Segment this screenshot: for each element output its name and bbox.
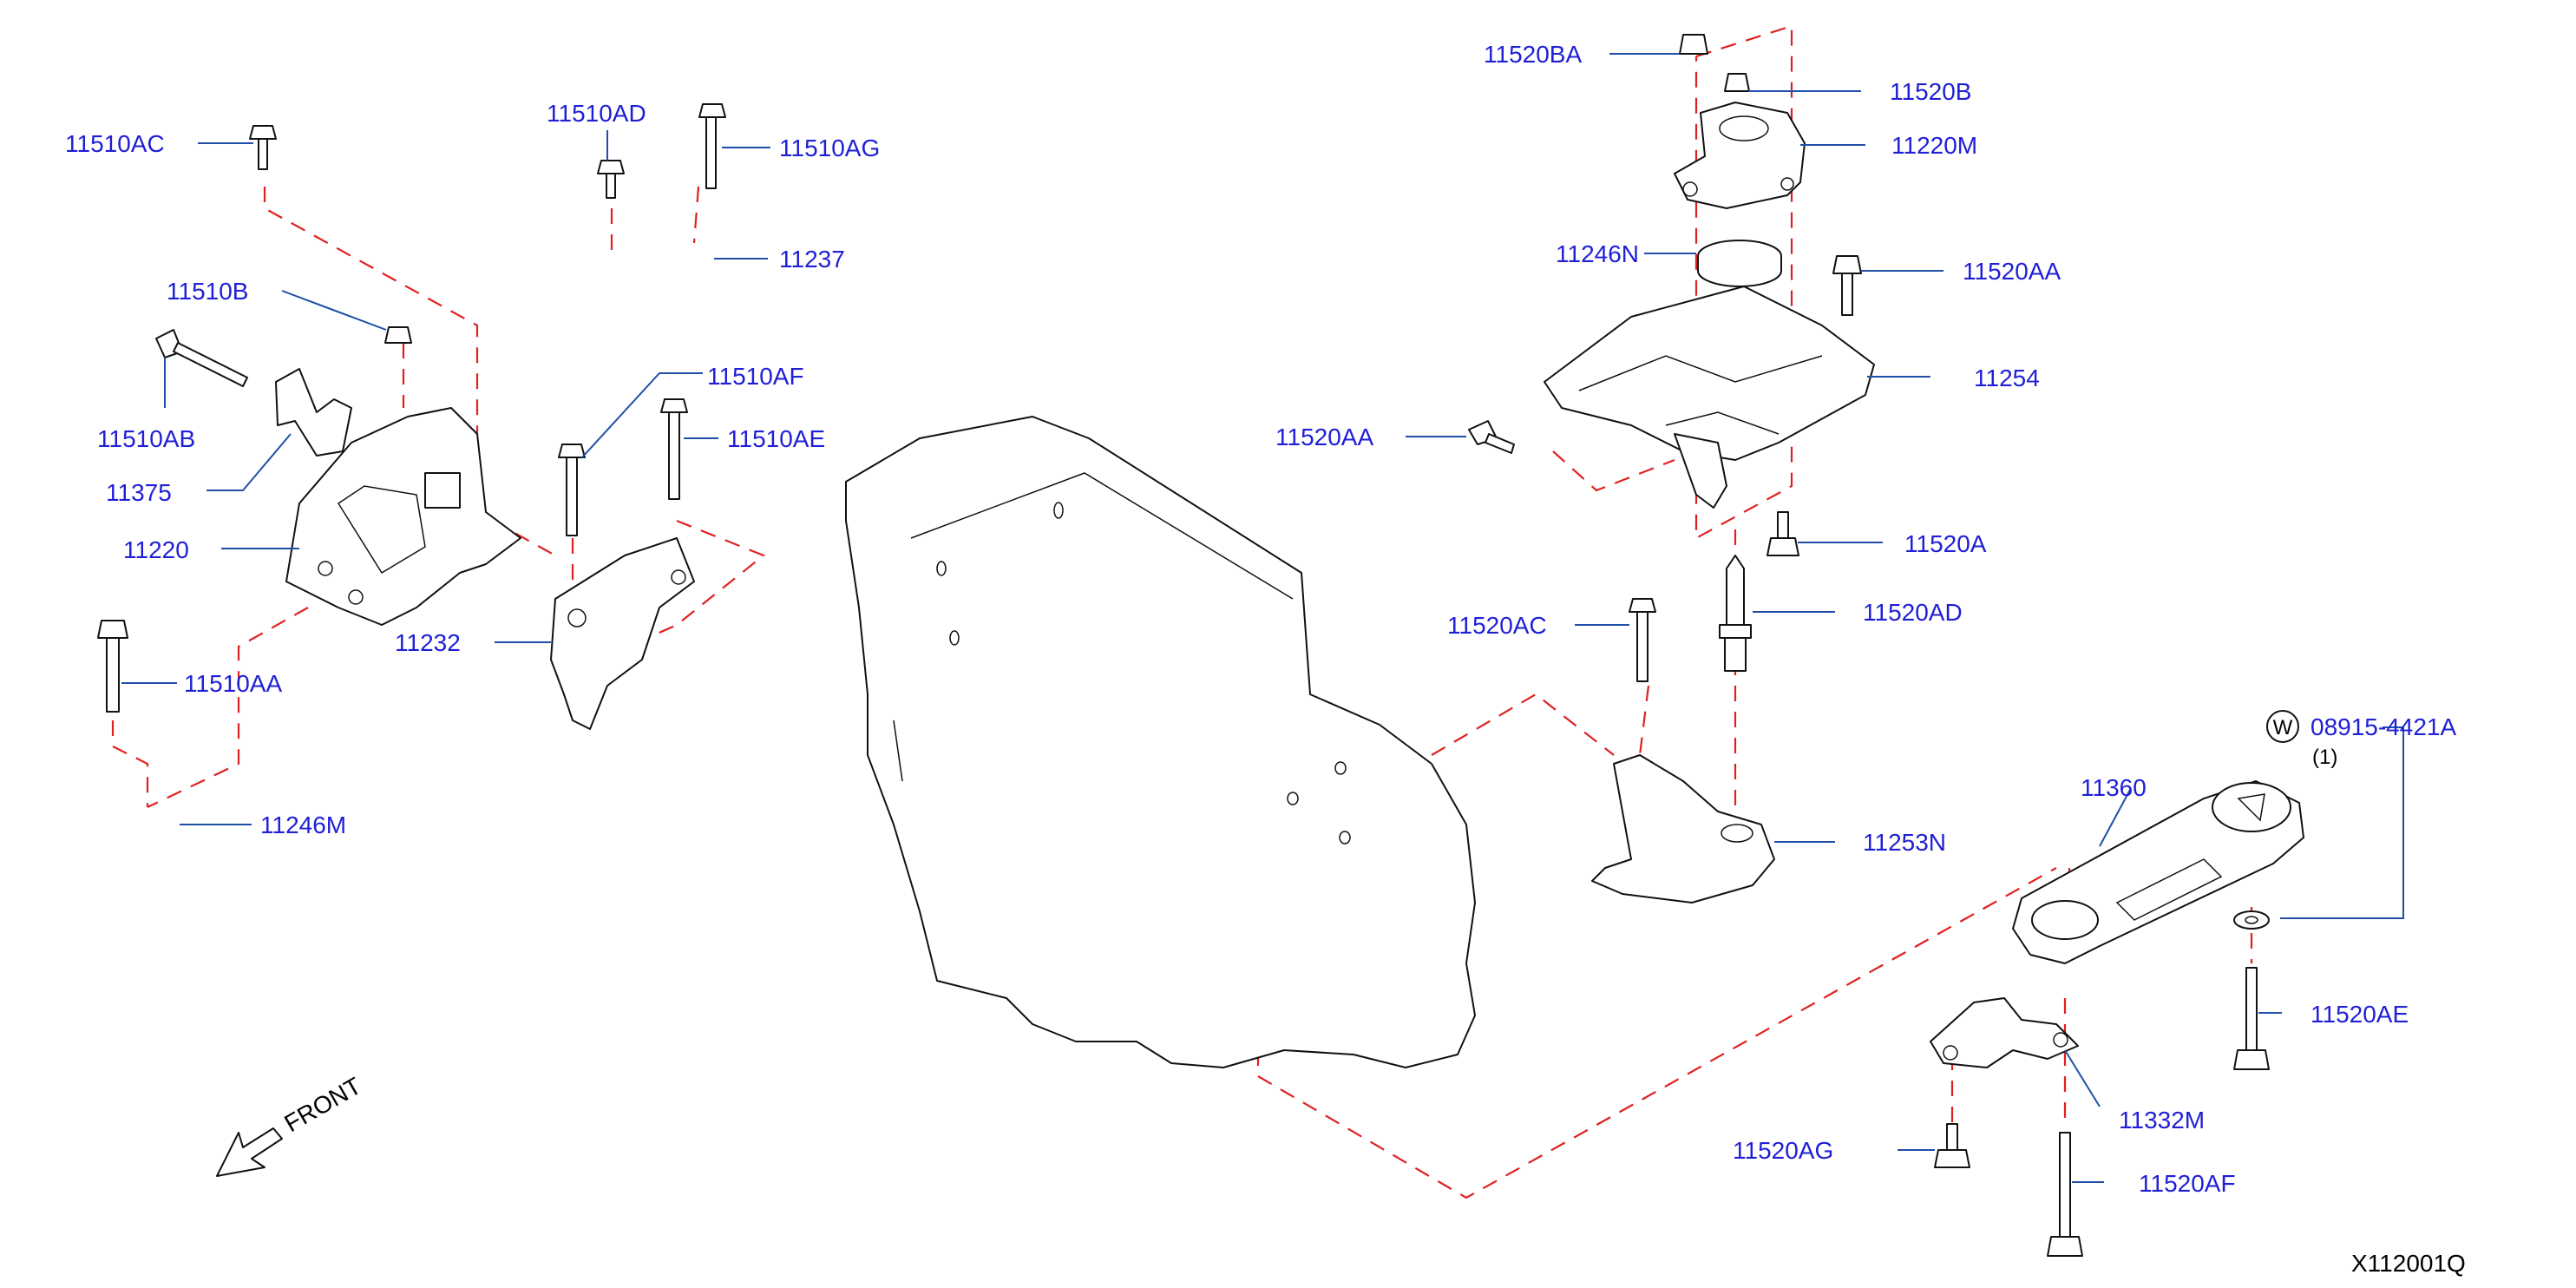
label-11510AE[interactable]: 11510AE xyxy=(727,425,825,452)
label-11520AA-left[interactable]: 11520AA xyxy=(1275,424,1373,450)
label-11220[interactable]: 11220 xyxy=(123,536,189,563)
bolt-11520AA-left xyxy=(1468,420,1515,454)
label-11520AF[interactable]: 11520AF xyxy=(2139,1170,2236,1197)
label-11220M[interactable]: 11220M xyxy=(1891,132,1977,159)
bolt-11520AG xyxy=(1934,1123,1970,1168)
mount-11220M xyxy=(1674,102,1806,209)
label-11520BA[interactable]: 11520BA xyxy=(1484,41,1582,68)
bolt-11510AE xyxy=(660,398,688,500)
ring-11246N xyxy=(1697,240,1782,287)
label-11246M[interactable]: 11246M xyxy=(260,812,346,838)
label-11520AD[interactable]: 11520AD xyxy=(1863,599,1963,626)
label-11253N[interactable]: 11253N xyxy=(1863,829,1946,856)
torque-rod-11360 xyxy=(2012,780,2304,964)
bracket-11332M xyxy=(1930,997,2079,1068)
engine-block xyxy=(845,416,1476,1068)
label-11520AC[interactable]: 11520AC xyxy=(1447,612,1547,639)
label-11375[interactable]: 11375 xyxy=(106,479,172,506)
bolt-11520AE xyxy=(2233,967,2270,1070)
bolt-11510AC xyxy=(249,125,277,170)
part-labels: 11510AC 11510AD 11510AG 11237 11510B 115… xyxy=(65,41,2466,1277)
bolt-11520AA-right xyxy=(1832,255,1862,316)
label-11510B[interactable]: 11510B xyxy=(167,278,248,305)
label-11520AE[interactable]: 11520AE xyxy=(2311,1001,2409,1028)
bolt-11510AG xyxy=(698,103,726,189)
bolt-11520AF xyxy=(2047,1132,2083,1257)
bracket-11253N xyxy=(1591,754,1775,904)
front-arrow-icon xyxy=(216,1127,283,1177)
bolt-11510AD xyxy=(597,160,625,199)
bolt-11510AB xyxy=(155,329,248,387)
label-11510AA[interactable]: 11510AA xyxy=(184,670,282,697)
bolt-11510AF xyxy=(558,444,586,536)
w-circle-icon xyxy=(2266,710,2299,743)
diagram-code: X112001Q xyxy=(2351,1250,2466,1277)
label-11520A[interactable]: 11520A xyxy=(1904,530,1987,557)
bracket-11375 xyxy=(275,368,352,457)
bolt-11520AC xyxy=(1629,598,1656,682)
nut-11510B xyxy=(384,326,412,344)
mount-11220 xyxy=(285,407,521,626)
bracket-11232 xyxy=(550,537,695,730)
label-11520AA-right[interactable]: 11520AA xyxy=(1963,258,2061,285)
label-11232[interactable]: 11232 xyxy=(395,629,461,656)
label-11254[interactable]: 11254 xyxy=(1974,365,2040,391)
nut-11520BA xyxy=(1679,34,1708,55)
label-11360[interactable]: 11360 xyxy=(2081,774,2147,801)
stud-11520AD xyxy=(1719,555,1752,672)
label-11510AG[interactable]: 11510AG xyxy=(779,135,880,161)
label-11520B[interactable]: 11520B xyxy=(1890,78,1971,105)
quantity-note: (1) xyxy=(2312,746,2337,769)
label-11520AG[interactable]: 11520AG xyxy=(1733,1137,1833,1164)
washer-08915 xyxy=(2233,910,2270,930)
bolt-11520A xyxy=(1766,511,1799,556)
bolt-11510AA xyxy=(97,620,128,713)
label-11332M[interactable]: 11332M xyxy=(2119,1107,2205,1134)
label-11510AF[interactable]: 11510AF xyxy=(707,363,804,390)
circled-w: W xyxy=(2273,716,2293,739)
label-11510AB[interactable]: 11510AB xyxy=(97,425,195,452)
label-11510AD[interactable]: 11510AD xyxy=(547,100,646,127)
nut-11520B xyxy=(1724,73,1750,92)
label-11246N[interactable]: 11246N xyxy=(1556,240,1639,267)
bracket-11254 xyxy=(1544,286,1875,509)
label-08915-4421A[interactable]: 08915-4421A xyxy=(2311,713,2456,740)
label-11510AC[interactable]: 11510AC xyxy=(65,130,165,157)
leader-lines xyxy=(121,53,2404,1183)
front-label: FRONT xyxy=(280,1072,366,1137)
label-11237[interactable]: 11237 xyxy=(779,246,845,273)
